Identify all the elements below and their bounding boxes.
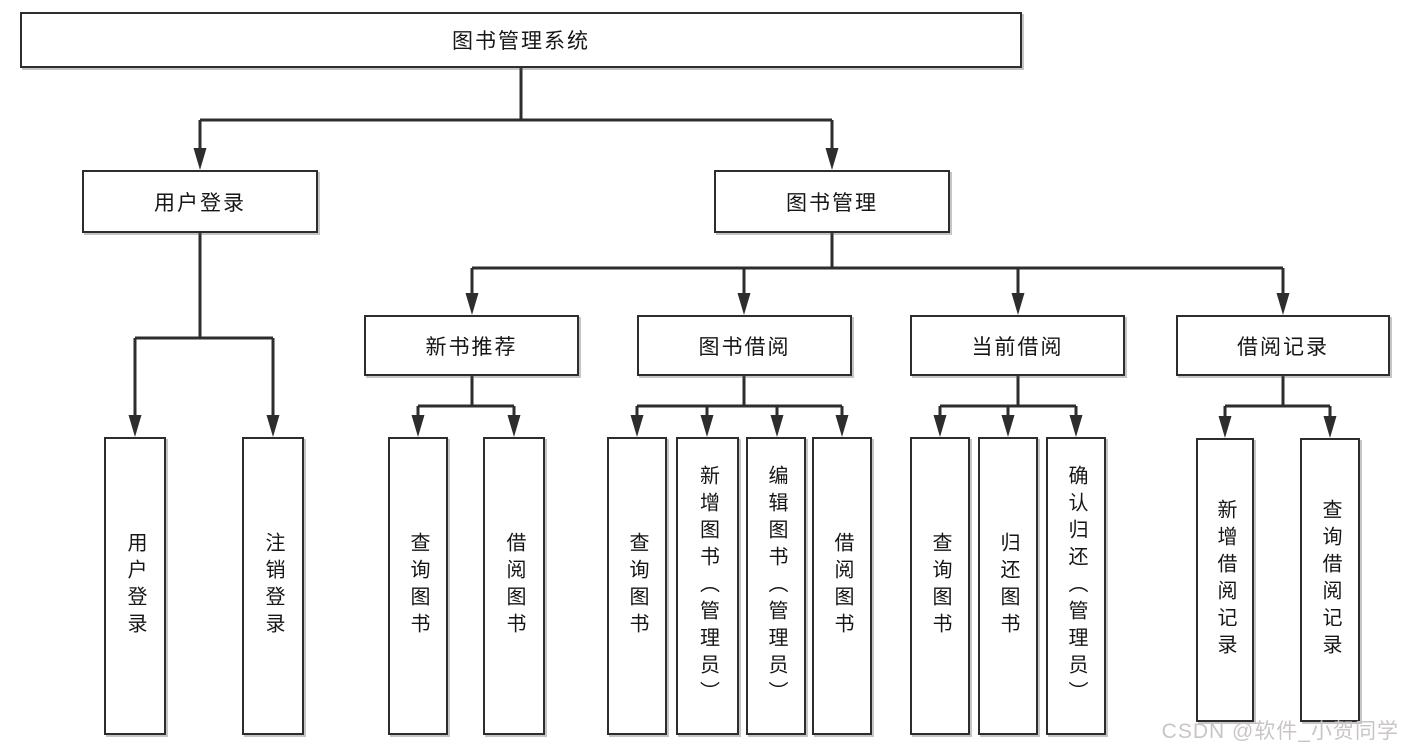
leaf-add-book-admin: 新增图书（管理员） [676, 437, 739, 735]
leaf-add-book-admin-label: 新增图书（管理员） [696, 464, 719, 708]
node-current-borrow: 当前借阅 [910, 315, 1125, 376]
leaf-query-book-1-label: 查询图书 [407, 532, 429, 640]
leaf-edit-book-admin-label: 编辑图书（管理员） [765, 464, 787, 708]
node-borrow-records-label: 借阅记录 [1237, 335, 1329, 359]
leaf-logout: 注销登录 [242, 437, 304, 735]
leaf-query-borrow-record: 查询借阅记录 [1300, 438, 1360, 722]
leaf-return-book: 归还图书 [978, 437, 1038, 735]
leaf-logout-label: 注销登录 [262, 532, 284, 640]
node-new-book-recommend: 新书推荐 [364, 315, 579, 376]
leaf-borrow-book-2-label: 借阅图书 [831, 532, 853, 640]
leaf-query-book-3-label: 查询图书 [929, 532, 951, 640]
leaf-add-borrow-record: 新增借阅记录 [1196, 438, 1254, 722]
leaf-edit-book-admin: 编辑图书（管理员） [746, 437, 806, 735]
node-new-book-recommend-label: 新书推荐 [425, 335, 518, 359]
leaf-query-book-2-label: 查询图书 [626, 532, 648, 640]
node-book-borrow: 图书借阅 [637, 315, 852, 376]
node-book-borrow-label: 图书借阅 [698, 335, 791, 359]
node-current-borrow-label: 当前借阅 [971, 335, 1064, 359]
leaf-return-book-label: 归还图书 [997, 532, 1019, 640]
leaf-add-borrow-record-label: 新增借阅记录 [1214, 499, 1236, 661]
node-user-login: 用户登录 [82, 170, 318, 233]
node-user-login-label: 用户登录 [154, 191, 246, 215]
leaf-query-book-3: 查询图书 [910, 437, 970, 735]
leaf-borrow-book-2: 借阅图书 [812, 437, 872, 735]
leaf-confirm-return-admin-label: 确认归还（管理员） [1065, 464, 1087, 708]
watermark: CSDN @软件_小贺同学 [1161, 720, 1399, 743]
node-library-system: 图书管理系统 [20, 12, 1022, 68]
leaf-query-book-1: 查询图书 [388, 437, 448, 735]
node-library-system-label: 图书管理系统 [452, 30, 590, 53]
node-book-management-label: 图书管理 [786, 191, 878, 215]
leaf-borrow-book-1: 借阅图书 [483, 437, 545, 735]
leaf-query-book-2: 查询图书 [607, 437, 667, 735]
node-book-management: 图书管理 [714, 170, 950, 233]
node-borrow-records: 借阅记录 [1176, 315, 1390, 376]
leaf-user-login: 用户登录 [104, 437, 166, 735]
leaf-confirm-return-admin: 确认归还（管理员） [1046, 437, 1106, 735]
leaf-query-borrow-record-label: 查询借阅记录 [1319, 499, 1341, 661]
leaf-user-login-label: 用户登录 [124, 532, 146, 640]
leaf-borrow-book-1-label: 借阅图书 [503, 532, 525, 640]
